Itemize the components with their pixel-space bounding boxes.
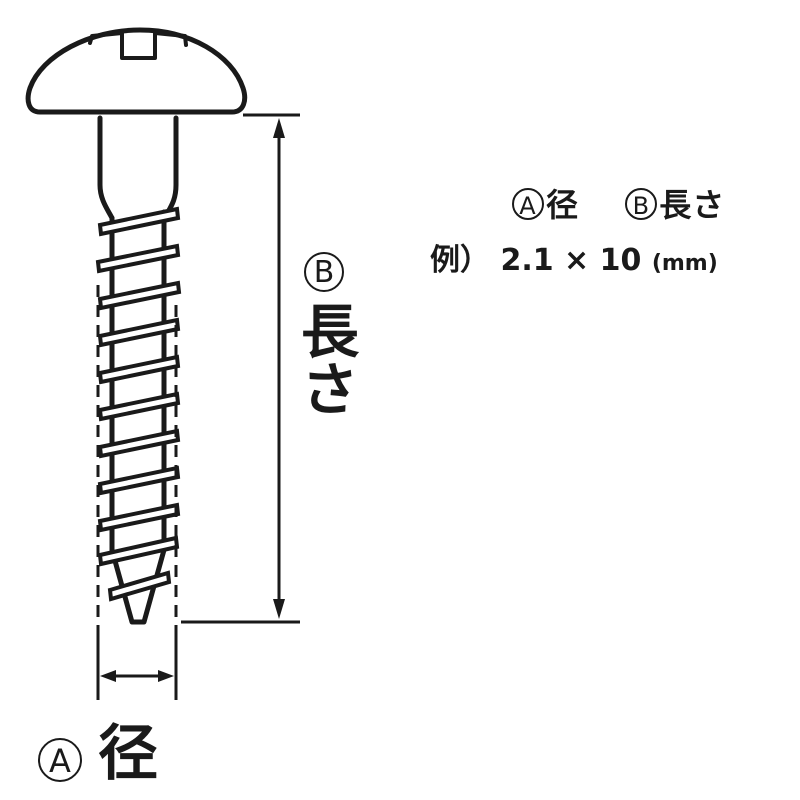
legend-example: 例） 2.1 × 10 (mm) [430, 235, 718, 279]
screw-shank [97, 115, 179, 221]
circled-b-symbol: B [304, 252, 344, 292]
screw-head [25, 27, 248, 115]
legend-diameter-label: 径 [546, 186, 580, 224]
circled-a-symbol: A [38, 737, 82, 782]
screw-slot [88, 31, 188, 60]
diameter-guides [96, 285, 178, 625]
diameter-arrow [100, 670, 174, 682]
circled-a-symbol: A [512, 188, 544, 220]
example-value: 2.1 × 10 [500, 243, 642, 278]
circled-b-symbol: B [625, 188, 658, 220]
example-unit: (mm) [651, 251, 718, 276]
length-dimension [181, 113, 300, 624]
legend-length-label: 長さ [659, 186, 726, 224]
example-prefix: 例） [430, 243, 490, 278]
length-text: 長さ [291, 301, 359, 417]
diameter-text: 径 [98, 719, 158, 789]
length-label: B 長さ [291, 252, 359, 417]
